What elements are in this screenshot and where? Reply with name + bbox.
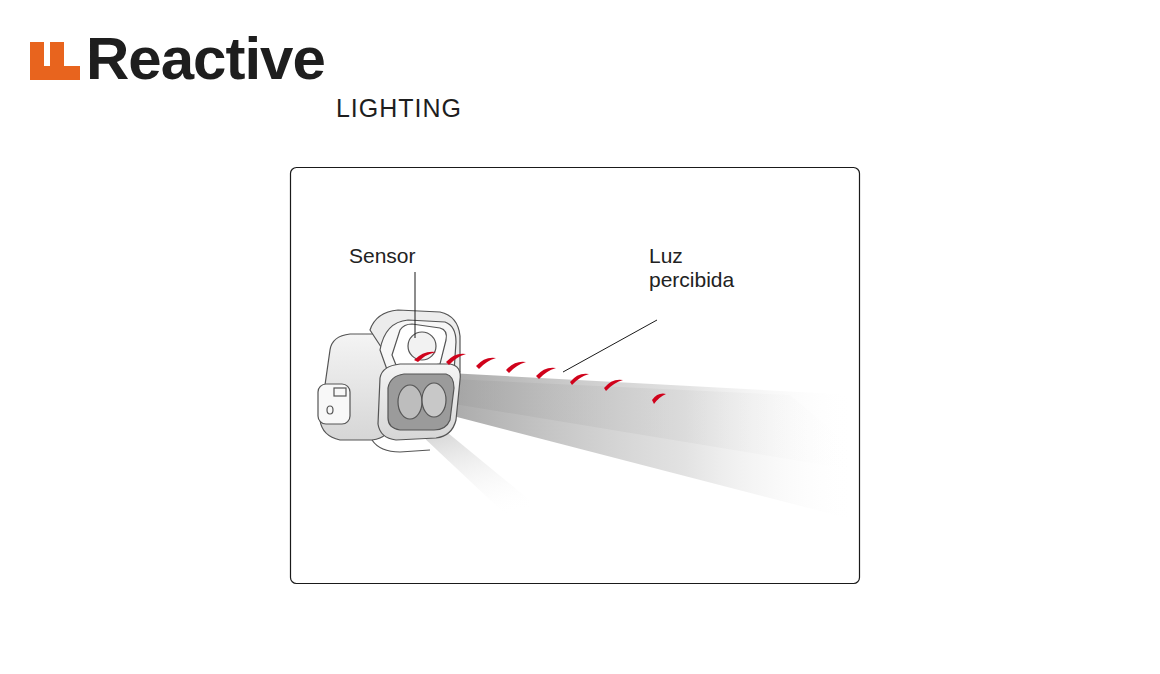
perceived-light — [414, 352, 666, 404]
light-beam — [405, 372, 855, 528]
part-label: Sensor — [349, 244, 416, 268]
frame — [291, 168, 860, 584]
leader-line — [563, 320, 657, 372]
brand-subtitle: LIGHTING — [336, 94, 462, 123]
leader-line — [415, 272, 416, 338]
headlamp — [318, 310, 460, 452]
logo-icon — [30, 42, 80, 80]
part-label: Luz percibida — [649, 244, 753, 292]
brand-name: Reactive — [86, 24, 325, 93]
